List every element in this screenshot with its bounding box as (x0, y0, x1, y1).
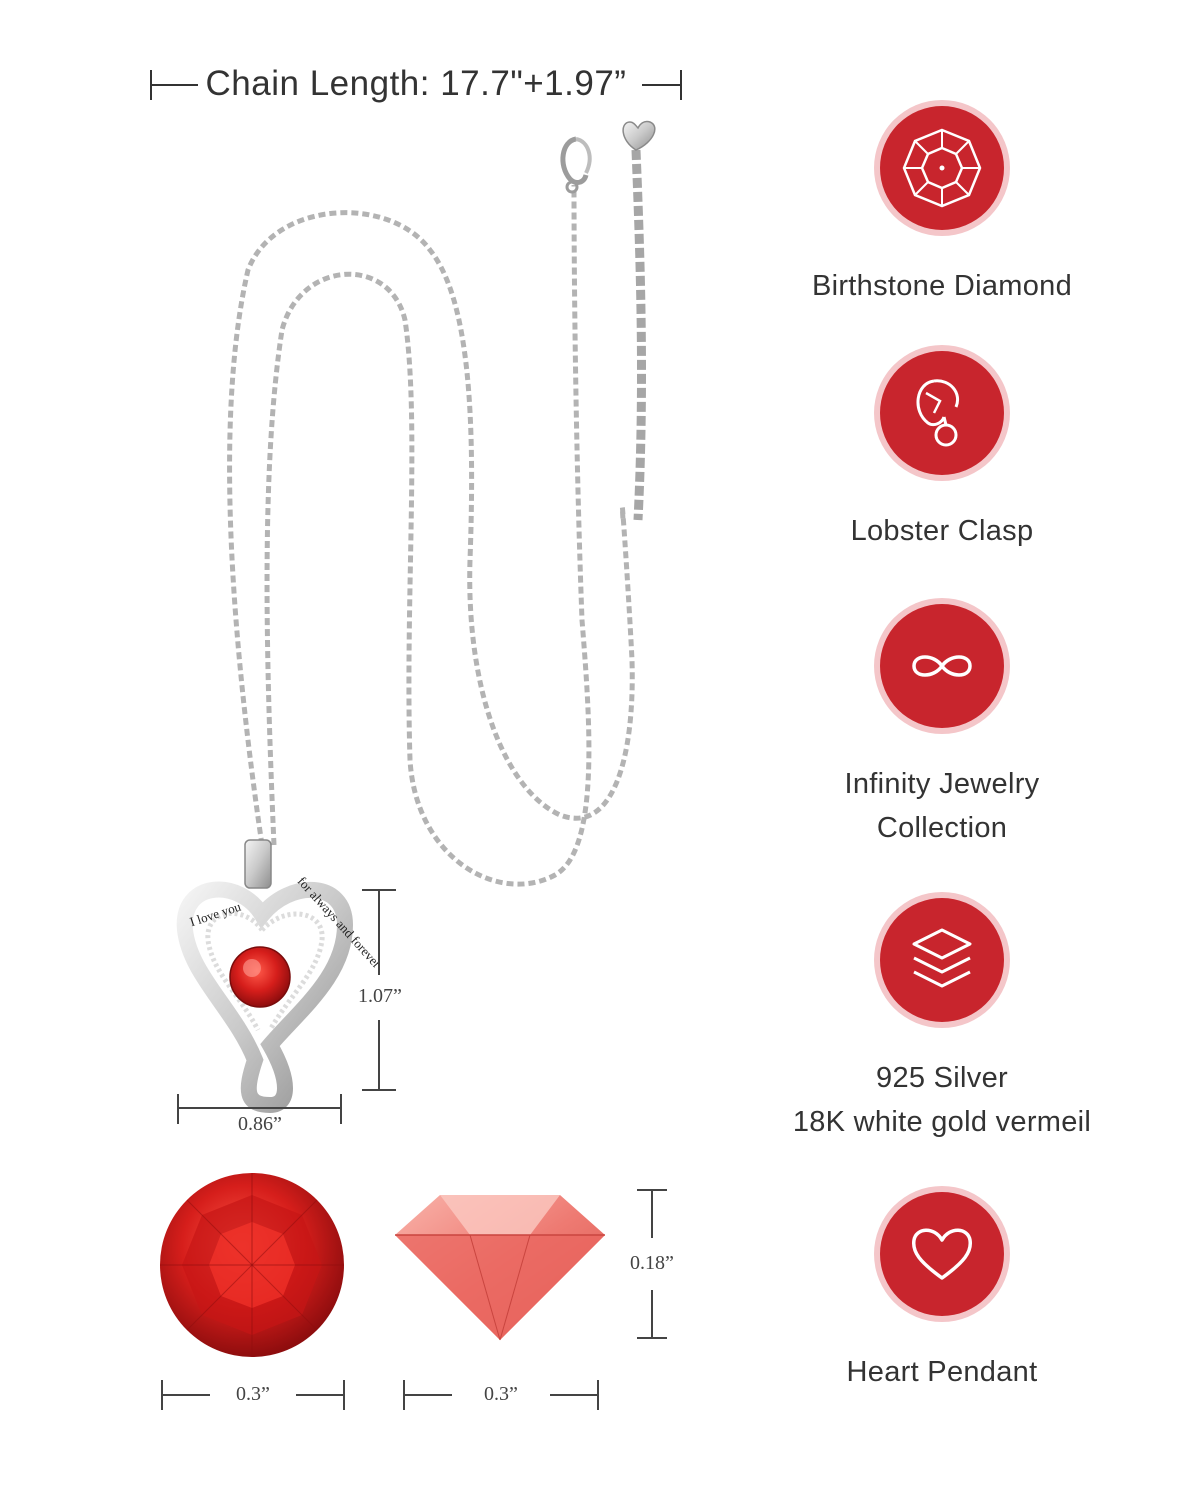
pendant-width-label: 0.86” (238, 1113, 282, 1135)
dimension-line-left (150, 84, 204, 86)
infinity-icon (912, 655, 972, 677)
gem-side-width-label: 0.3” (484, 1383, 518, 1405)
heart-pendant (176, 881, 354, 1114)
feature-birthstone-diamond: Birthstone Diamond (790, 100, 1094, 308)
inner-chain (264, 184, 592, 887)
feature-label: Heart Pendant (846, 1356, 1038, 1388)
feature-label: Birthstone Diamond (811, 270, 1073, 302)
extender-chain (631, 149, 646, 521)
feature-infinity-jewelry-collection: Infinity Jewelry Collection (790, 598, 1094, 850)
lobster-clasp-icon (916, 379, 959, 447)
gem-side-height-dimension (637, 1189, 667, 1339)
chain-length-label: Chain Length: 17.7"+1.97” (197, 64, 635, 103)
gem-top-width-label: 0.3” (236, 1383, 270, 1405)
pendant-width-dimension (177, 1094, 342, 1124)
gem-side-height-label: 0.18” (630, 1252, 674, 1274)
gem-icon (902, 128, 982, 208)
feature-label: Infinity Jewelry Collection (844, 768, 1040, 844)
gem-side-view (395, 1195, 605, 1341)
gem-top-width-dimension (161, 1380, 345, 1410)
feature-925-silver: 925 Silver 18K white gold vermeil (790, 892, 1094, 1144)
outer-chain (227, 210, 635, 846)
extender-heart-tag (622, 120, 656, 151)
feature-lobster-clasp: Lobster Clasp (790, 345, 1094, 553)
lobster-clasp (560, 136, 592, 194)
dimension-tick-right (680, 70, 682, 100)
gem-top-view (160, 1173, 344, 1357)
pendant-bail (244, 839, 272, 889)
feature-label: 925 Silver 18K white gold vermeil (792, 1062, 1092, 1138)
feature-label: Lobster Clasp (850, 515, 1034, 547)
layers-icon (912, 928, 972, 988)
pendant-height-label: 1.07” (358, 985, 402, 1007)
pendant-height-dimension (362, 889, 396, 1091)
dimension-line-right (642, 84, 682, 86)
heart-icon (911, 1228, 973, 1280)
gem-side-width-dimension (403, 1380, 599, 1410)
chain-length-dimension: Chain Length: 17.7"+1.97” (150, 60, 682, 110)
feature-heart-pendant: Heart Pendant (790, 1186, 1094, 1394)
